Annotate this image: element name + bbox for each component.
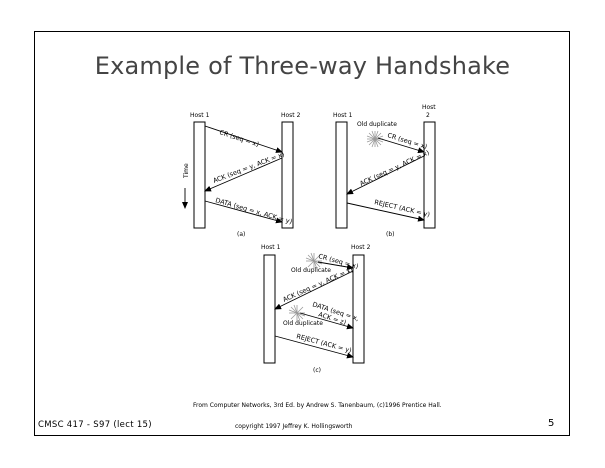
panel-a-msg-data: DATA (seq = x, ACK = y)	[214, 196, 293, 226]
panel-c-old-duplicate-burst-2	[288, 304, 306, 322]
panel-a-msg-ack: ACK (seq = y, ACK = x)	[212, 150, 286, 185]
panel-b-arrow-ack	[346, 155, 425, 195]
panel-c-old-duplicate-label-1: Old duplicate	[291, 267, 331, 274]
page-number: 5	[548, 418, 555, 429]
panel-b-arrow-cr	[377, 137, 425, 154]
panel-c-host1-label: Host 1	[261, 244, 281, 251]
footer-course-label: CMSC 417 - S97 (lect 15)	[38, 420, 152, 430]
panel-a-time-label: Time	[183, 163, 190, 179]
panel-b-msg-ack: ACK (seq = y, ACK = x)	[358, 148, 430, 187]
panel-b-host2-label-line2: 2	[426, 112, 430, 119]
panel-a-caption: (a)	[237, 231, 245, 238]
panel-a-arrow-data	[204, 200, 283, 224]
panel-a-host2-timeline	[281, 121, 294, 229]
source-credit: From Computer Networks, 3rd Ed. by Andre…	[193, 402, 442, 409]
panel-b-old-duplicate-burst	[366, 130, 384, 148]
panel-a-host2-label: Host 2	[281, 112, 301, 119]
panel-a-host1-timeline	[193, 121, 206, 229]
panel-b-old-duplicate-label: Old duplicate	[357, 121, 397, 128]
panel-c: Host 1 Host 2 Old duplicate CR (seq = x)…	[261, 244, 371, 374]
panel-b-arrow-reject	[346, 202, 425, 222]
panel-b-msg-reject: REJECT (ACK = y)	[374, 198, 431, 219]
slide-title: Example of Three-way Handshake	[94, 52, 511, 80]
panel-a-msg-cr: CR (seq = x)	[218, 128, 260, 148]
panel-b-host2-timeline	[423, 121, 436, 229]
panel-a-host1-label: Host 1	[190, 112, 210, 119]
panel-a: Host 1 Host 2 CR (seq = x) ACK (seq = y,…	[182, 112, 301, 238]
panel-b-msg-cr: CR (seq = x)	[386, 131, 428, 151]
panel-c-caption: (c)	[313, 367, 321, 374]
panel-c-host1-timeline	[263, 254, 276, 364]
panel-c-host2-timeline	[352, 254, 365, 364]
panel-c-old-duplicate-burst-1	[305, 252, 323, 270]
panel-b-caption: (b)	[386, 231, 395, 238]
panel-b-host2-label-line1: Host	[422, 104, 436, 111]
slide-frame	[34, 31, 570, 436]
panel-c-arrow-cr	[317, 261, 354, 270]
panel-b-host1-label: Host 1	[333, 112, 353, 119]
panel-c-arrow-ack	[274, 270, 354, 310]
panel-b-host1-timeline	[335, 121, 348, 229]
panel-c-arrow-data	[299, 312, 354, 330]
panel-a-arrow-cr	[204, 125, 283, 153]
panel-a-arrow-ack	[204, 157, 283, 192]
panel-c-host2-label: Host 2	[351, 244, 371, 251]
panel-b: Host 1 Host 2 Old duplicate CR (seq = x)…	[333, 104, 436, 238]
panel-c-arrow-reject	[274, 335, 354, 359]
footer-copyright: copyright 1997 Jeffrey K. Hollingsworth	[235, 423, 353, 430]
panel-c-old-duplicate-label-2: Old duplicate	[283, 320, 323, 327]
